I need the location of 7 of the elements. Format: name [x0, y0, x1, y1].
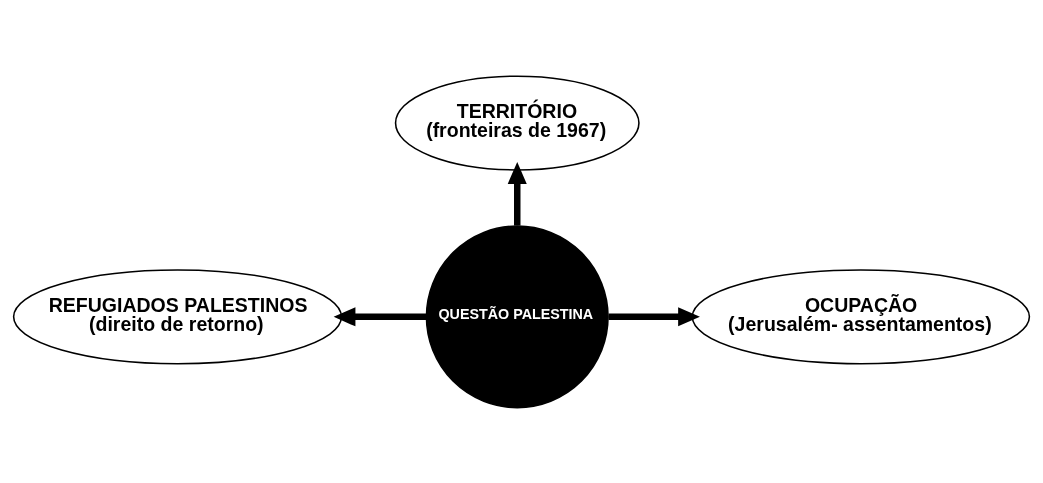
arrow [608, 306, 700, 326]
arrow [333, 306, 427, 326]
node-ellipse: TERRITÓRIO (fronteiras de 1967) [394, 74, 640, 171]
node-ellipse: REFUGIADOS PALESTINOS (direito de retorno) [12, 268, 343, 364]
node-ellipse: OCUPAÇÃO (Jerusalém- assentamentos) [691, 268, 1031, 364]
node-circle: QUESTÃO PALESTINA [425, 224, 609, 408]
arrow [507, 161, 527, 226]
